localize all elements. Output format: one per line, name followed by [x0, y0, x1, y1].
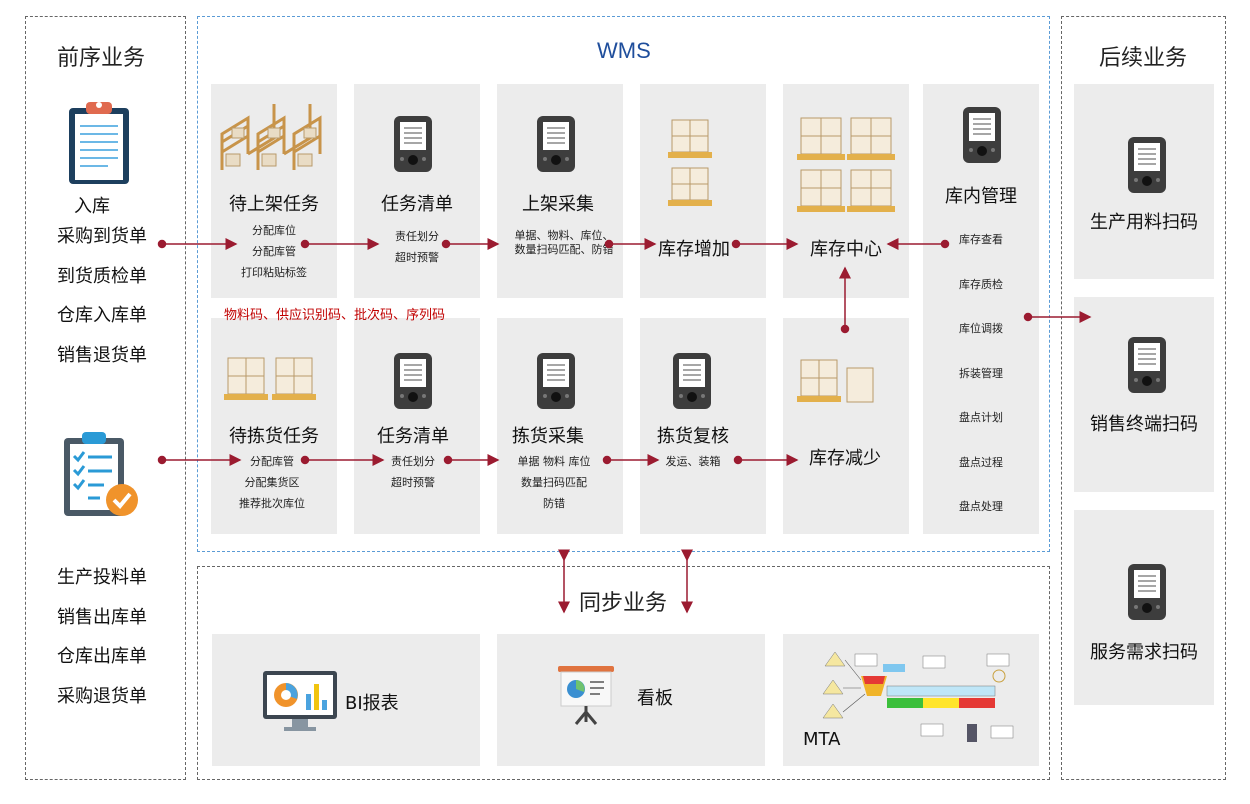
production-scan-label: 生产用料扫码 — [1090, 212, 1198, 233]
pallet-boxes-icon — [222, 354, 322, 408]
warehouse-shelves-icon — [218, 104, 330, 178]
inventory-stock-icon — [797, 114, 897, 222]
pending-picking-line-1: 分配库管 — [250, 455, 294, 468]
pending-picking-title: 待拣货任务 — [229, 426, 319, 447]
inbound-item-1: 采购到货单 — [57, 226, 147, 247]
pending-picking-line-3: 推荐批次库位 — [239, 497, 305, 510]
box-pending-picking — [211, 318, 337, 534]
handheld-scanner-icon — [536, 352, 576, 414]
mta-label: MTA — [803, 729, 841, 750]
stock-decrease-title: 库存减少 — [809, 448, 881, 469]
sales-terminal-scan-label: 销售终端扫码 — [1090, 414, 1198, 435]
wms-region — [197, 16, 1050, 552]
picking-review-line-1: 发运、装箱 — [665, 455, 721, 468]
inventory-management-item: 库位调拨 — [959, 322, 1003, 335]
codes-note: 物料码、供应识别码、批次码、序列码 — [224, 308, 446, 323]
inventory-management-item: 盘点处理 — [959, 500, 1003, 513]
box-kanban — [497, 634, 765, 766]
stock-increase-title: 库存增加 — [658, 239, 730, 260]
box-stock-decrease — [783, 318, 909, 534]
presentation-board-icon — [556, 664, 616, 730]
pre-business-region — [25, 16, 186, 780]
task-list-top-title: 任务清单 — [381, 194, 453, 215]
handheld-scanner-icon — [672, 352, 712, 414]
pending-putaway-title: 待上架任务 — [229, 194, 319, 215]
outbound-item-4: 采购退货单 — [57, 686, 147, 707]
putaway-collect-line-2: 数量扫码匹配、防错 — [514, 243, 614, 256]
task-list-top-line-1: 责任划分 — [395, 230, 439, 243]
handheld-scanner-icon — [962, 106, 1002, 168]
picking-collect-title: 拣货采集 — [512, 426, 584, 447]
picking-review-title: 拣货复核 — [657, 426, 729, 447]
post-business-region — [1061, 16, 1226, 780]
mta-flow-diagram-icon — [815, 648, 1020, 758]
inventory-management-item: 库存质检 — [959, 278, 1003, 291]
picking-collect-line-1: 单据 物料 库位 — [517, 455, 591, 468]
inventory-management-item: 盘点计划 — [959, 411, 1003, 424]
pending-picking-line-2: 分配集货区 — [244, 476, 300, 489]
service-scan-label: 服务需求扫码 — [1090, 642, 1198, 663]
bi-report-label: BI报表 — [345, 693, 399, 714]
inventory-management-item: 库存查看 — [959, 233, 1003, 246]
inbound-item-4: 销售退货单 — [57, 345, 147, 366]
clipboard-inbound-icon — [64, 100, 134, 190]
inbound-title: 入库 — [74, 196, 110, 217]
outbound-item-1: 生产投料单 — [57, 567, 147, 588]
pending-putaway-line-2: 分配库管 — [252, 245, 296, 258]
handheld-scanner-icon — [536, 115, 576, 177]
box-bi-report — [212, 634, 480, 766]
kanban-label: 看板 — [637, 688, 673, 709]
picking-collect-line-3: 防错 — [543, 497, 565, 510]
checklist-outbound-icon — [58, 428, 142, 524]
post-business-title: 后续业务 — [1099, 46, 1188, 71]
outbound-item-3: 仓库出库单 — [57, 646, 147, 667]
inventory-management-title: 库内管理 — [945, 186, 1017, 207]
stock-decrease-boxes-icon — [797, 356, 877, 410]
handheld-scanner-icon — [393, 115, 433, 177]
pending-putaway-line-3: 打印粘贴标签 — [241, 266, 307, 279]
inbound-item-2: 到货质检单 — [57, 266, 147, 287]
putaway-collect-title: 上架采集 — [522, 194, 594, 215]
sync-business-region — [197, 566, 1050, 780]
sync-business-title: 同步业务 — [579, 591, 668, 616]
pending-putaway-line-1: 分配库位 — [252, 224, 296, 237]
monitor-chart-icon — [262, 670, 338, 736]
inventory-management-item: 拆装管理 — [959, 367, 1003, 380]
outbound-item-2: 销售出库单 — [57, 607, 147, 628]
task-list-top-line-2: 超时预警 — [395, 251, 439, 264]
handheld-scanner-icon — [1127, 336, 1167, 398]
pre-business-title: 前序业务 — [57, 46, 146, 71]
task-list-bottom-line-2: 超时预警 — [391, 476, 435, 489]
pallet-boxes-icon — [664, 116, 714, 216]
wms-title: WMS — [597, 38, 651, 63]
handheld-scanner-icon — [1127, 136, 1167, 198]
task-list-bottom-title: 任务清单 — [377, 426, 449, 447]
handheld-scanner-icon — [393, 352, 433, 414]
picking-collect-line-2: 数量扫码匹配 — [521, 476, 587, 489]
inventory-center-title: 库存中心 — [810, 239, 882, 260]
task-list-bottom-line-1: 责任划分 — [391, 455, 435, 468]
box-sales-terminal-scan — [1074, 297, 1214, 492]
inventory-management-item: 盘点过程 — [959, 456, 1003, 469]
putaway-collect-line-1: 单据、物料、库位、 — [514, 229, 614, 242]
inbound-item-3: 仓库入库单 — [57, 305, 147, 326]
handheld-scanner-icon — [1127, 563, 1167, 625]
